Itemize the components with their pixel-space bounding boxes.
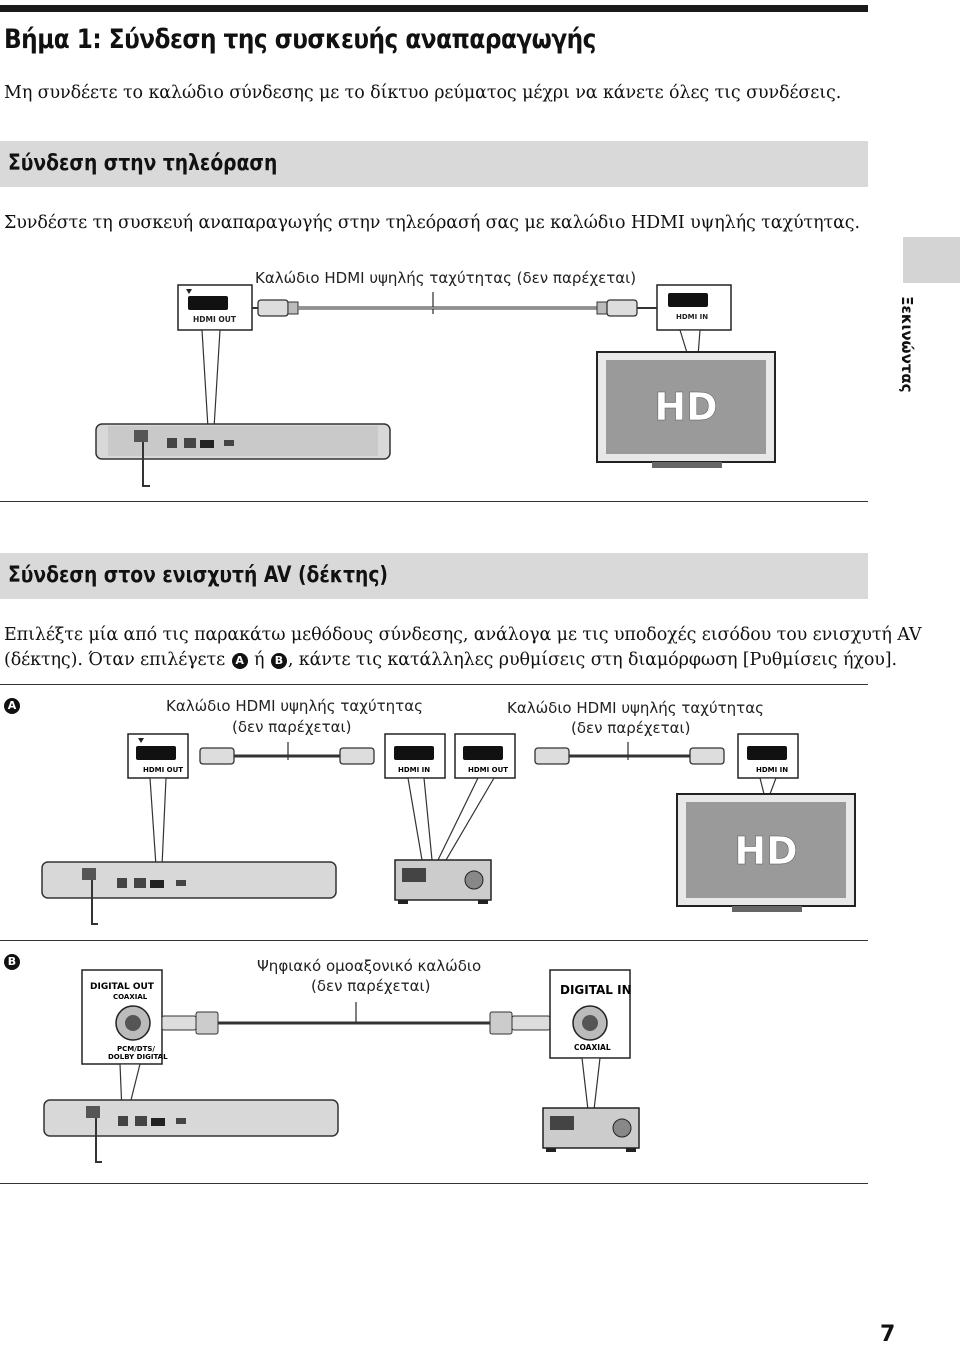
tv-section-heading: Σύνδεση στην τηλεόραση bbox=[8, 151, 278, 176]
marker-b-inline: B bbox=[270, 653, 287, 669]
tv-section-header: Σύνδεση στην τηλεόραση bbox=[0, 141, 868, 187]
side-tab-label-box: Ξεκινώντας bbox=[898, 296, 940, 393]
diagram-divider bbox=[0, 940, 868, 941]
tv-section-text: Συνδέστε τη συσκευή αναπαραγωγής στην τη… bbox=[4, 213, 860, 233]
bottom-divider bbox=[0, 1183, 868, 1184]
av-section-text-line1: Επιλέξτε μία από τις παρακάτω μεθόδους σ… bbox=[4, 625, 922, 645]
digital-in-label: DIGITAL IN bbox=[560, 983, 632, 997]
port1-label: HDMI OUT bbox=[143, 766, 183, 774]
diagram-b-caption-2: (δεν παρέχεται) bbox=[311, 977, 431, 995]
tv-logo: HD bbox=[654, 385, 717, 429]
av-hdmi-diagram: HDMI OUT HDMI IN HDMI OUT HDMI IN HD bbox=[41, 733, 856, 925]
tv-connection-diagram: HDMI OUT HDMI IN HD bbox=[95, 284, 776, 487]
digital-out-label: DIGITAL OUT bbox=[90, 982, 155, 992]
hdmi-in-port-box bbox=[656, 284, 732, 331]
digital-out-sub: COAXIAL bbox=[113, 993, 148, 1001]
port4-label: HDMI IN bbox=[756, 766, 788, 774]
player-body bbox=[95, 423, 391, 460]
page-number: 7 bbox=[880, 1322, 896, 1347]
digital-in-sub: COAXIAL bbox=[574, 1043, 611, 1052]
diagram-a-cable1-caption-1: Καλώδιο HDMI υψηλής ταχύτητας bbox=[166, 697, 423, 715]
digital-out-formats-1: PCM/DTS/ bbox=[117, 1045, 155, 1053]
marker-a-inline: A bbox=[231, 653, 248, 669]
hdmi-in-port-label: HDMI IN bbox=[676, 313, 708, 321]
top-bar bbox=[0, 5, 868, 12]
av-section-heading: Σύνδεση στον ενισχυτή AV (δέκτης) bbox=[8, 563, 388, 588]
hdmi-out-port-label: HDMI OUT bbox=[193, 315, 237, 324]
av-coaxial-diagram: DIGITAL OUT COAXIAL PCM/DTS/ DOLBY DIGIT… bbox=[43, 969, 640, 1163]
digital-out-formats-2: DOLBY DIGITAL bbox=[108, 1053, 168, 1061]
tv-cable-caption: Καλώδιο HDMI υψηλής ταχύτητας (δεν παρέχ… bbox=[255, 269, 637, 287]
page-title: Βήμα 1: Σύνδεση της συσκευής αναπαραγωγή… bbox=[4, 24, 596, 55]
intro-text: Μη συνδέετε το καλώδιο σύνδεσης με το δί… bbox=[4, 83, 842, 103]
diagram-a-cable2-caption-2: (δεν παρέχεται) bbox=[571, 719, 691, 737]
port2-label: HDMI IN bbox=[398, 766, 430, 774]
port3-label: HDMI OUT bbox=[468, 766, 508, 774]
side-tab-label: Ξεκινώντας bbox=[898, 296, 916, 393]
section-divider bbox=[0, 501, 868, 502]
diagram-a-cable1-caption-2: (δεν παρέχεται) bbox=[232, 718, 352, 736]
marker-b: B bbox=[4, 954, 20, 970]
diagram-b-caption-1: Ψηφιακό ομοαξονικό καλώδιο bbox=[257, 957, 482, 975]
av-section-text-line2: (δέκτης). Όταν επιλέγετε A ή B, κάντε τι… bbox=[4, 650, 897, 670]
diagram-a-cable2-caption-1: Καλώδιο HDMI υψηλής ταχύτητας bbox=[507, 699, 764, 717]
av-section-header: Σύνδεση στον ενισχυτή AV (δέκτης) bbox=[0, 553, 868, 599]
side-tab bbox=[903, 237, 960, 283]
marker-a: A bbox=[4, 698, 20, 714]
av-text-divider bbox=[0, 684, 868, 685]
diagram-a-tv-logo: HD bbox=[734, 829, 797, 873]
